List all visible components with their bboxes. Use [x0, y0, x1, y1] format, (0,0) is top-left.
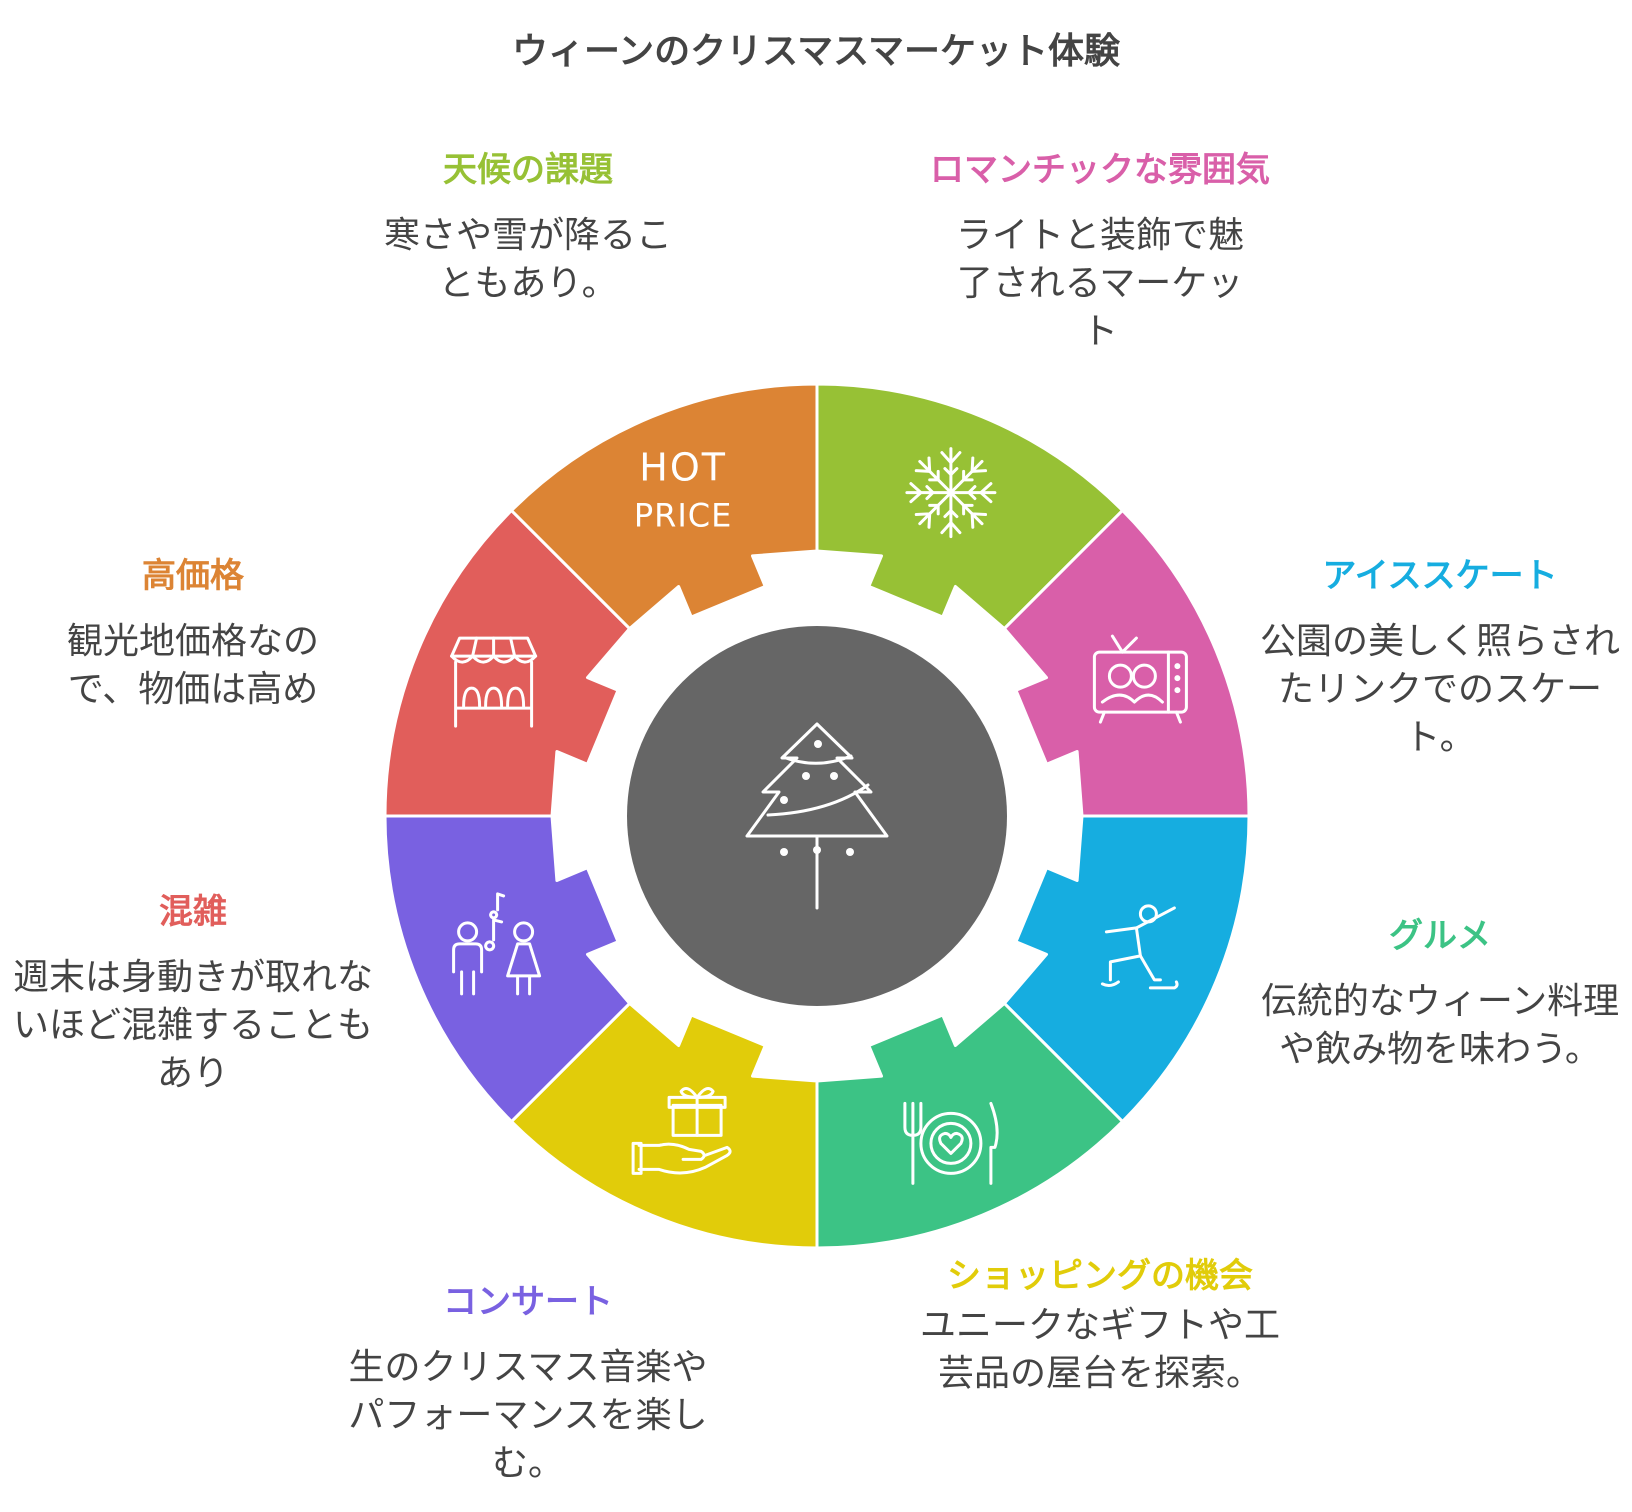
center-hub — [627, 626, 1007, 1006]
segment-romantic — [1002, 509, 1251, 818]
hot-text: HOT — [639, 446, 727, 490]
text-weather: 寒さや雪が降ることもあり。 — [383, 215, 672, 304]
plate-cutlery-icon — [903, 1101, 999, 1185]
label-romantic: ロマンチックな雰囲気 ライトと装飾で魅了されるマーケット — [880, 146, 1320, 356]
label-price: 高価格 観光地価格なので、物価は高め — [13, 552, 373, 714]
segment-concert — [383, 814, 632, 1123]
label-gourmet: グルメ 伝統的なウィーン料理や飲み物を味わう。 — [1260, 912, 1620, 1074]
page-title: ウィーンのクリスマスマーケット体験 — [511, 31, 1121, 72]
segment-shopping — [510, 1001, 819, 1250]
hot-price-icon: HOT PRICE — [634, 446, 733, 535]
price-text: PRICE — [634, 497, 733, 535]
segment-layer — [383, 382, 1251, 1250]
label-crowded: 混雑 週末は身動きが取れないほど混雑することもあり — [13, 888, 373, 1098]
segment-skating — [1002, 814, 1251, 1123]
gift-hand-icon — [631, 1087, 732, 1175]
text-concert: 生のクリスマス音楽やパフォーマンスを楽しむ。 — [348, 1347, 708, 1484]
heading-skating: アイススケート — [1322, 556, 1558, 596]
tv-icon — [1092, 634, 1188, 724]
icon-layer: HOT PRICE — [450, 446, 1188, 1185]
snowflake-icon — [905, 447, 997, 539]
singers-icon — [452, 892, 542, 996]
segment-price — [510, 382, 819, 631]
text-price: 観光地価格なので、物価は高め — [66, 621, 319, 710]
label-shopping: ショッピングの機会 ユニークなギフトや工芸品の屋台を探索。 — [920, 1252, 1280, 1398]
heading-crowded: 混雑 — [159, 892, 227, 932]
heading-romantic: ロマンチックな雰囲気 — [930, 150, 1270, 190]
christmas-tree-icon — [745, 722, 889, 910]
label-concert: コンサート 生のクリスマス音楽やパフォーマンスを楽しむ。 — [348, 1278, 708, 1488]
text-romantic: ライトと装飾で魅了されるマーケット — [955, 215, 1244, 352]
ice-skater-icon — [1100, 904, 1179, 990]
label-weather: 天候の課題 寒さや雪が降ることもあり。 — [348, 146, 708, 308]
segment-gourmet — [815, 1001, 1124, 1250]
label-skating: アイススケート 公園の美しく照らされたリンクでのスケート。 — [1260, 552, 1620, 762]
heading-concert: コンサート — [443, 1282, 613, 1322]
heading-shopping: ショッピングの機会 — [947, 1256, 1253, 1296]
text-crowded: 週末は身動きが取れないほど混雑することもあり — [13, 957, 374, 1094]
segment-crowded — [383, 509, 632, 818]
heading-price: 高価格 — [142, 556, 244, 596]
heading-gourmet: グルメ — [1389, 916, 1491, 956]
text-shopping: ユニークなギフトや工芸品の屋台を探索。 — [920, 1305, 1281, 1394]
heading-weather: 天候の課題 — [443, 150, 613, 190]
text-gourmet: 伝統的なウィーン料理や飲み物を味わう。 — [1260, 981, 1620, 1070]
market-stall-icon — [450, 636, 538, 728]
text-skating: 公園の美しく照らされたリンクでのスケート。 — [1260, 621, 1621, 758]
